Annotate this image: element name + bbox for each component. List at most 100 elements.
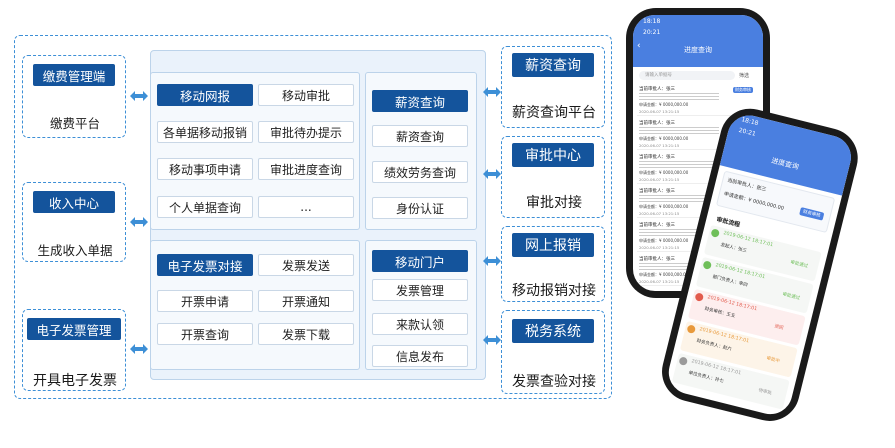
back-arrow-icon[interactable]: ‹ — [637, 41, 641, 51]
right-box-title: 审批中心 — [512, 143, 594, 167]
row-amount: 申请金额：¥ 0000,000.00 — [639, 272, 689, 277]
cell: 审批待办提示 — [258, 121, 354, 143]
left-box-caption: 生成收入单据 — [37, 243, 113, 258]
cell: 信息发布 — [372, 345, 468, 367]
double-arrow-icon — [483, 256, 501, 266]
status-badge: 财务审核 — [799, 207, 825, 221]
cell: 审批进度查询 — [258, 158, 354, 180]
step-status: 审批中 — [765, 356, 781, 365]
cell: 发票下载 — [258, 323, 354, 345]
step-status: 待审批 — [757, 388, 773, 397]
row-placeholder-lines — [639, 195, 719, 202]
row-amount: 申请金额：¥ 0000,000.00 — [639, 238, 689, 243]
step-text: 单位负责人：孙七 — [687, 370, 725, 385]
step-status: 退回 — [773, 324, 784, 332]
screen-title: 进度查询 — [684, 46, 712, 54]
step-text: 部门负责人：李四 — [711, 274, 748, 289]
row-name: 当前审批人：张三 — [639, 87, 675, 92]
row-placeholder-lines — [639, 229, 719, 236]
step-dot-icon — [702, 260, 713, 270]
double-arrow-icon — [483, 87, 501, 97]
step-status: 审批通过 — [781, 292, 801, 302]
cell: ... — [258, 196, 354, 218]
summary-amount: 申请金额：¥ 0000,000.00 — [723, 191, 785, 212]
cell-mobile-approval: 移动审批 — [258, 84, 354, 106]
row-name: 当前审批人：张三 — [639, 223, 675, 228]
filter-button[interactable]: 筛选 — [739, 73, 750, 79]
step-dot-icon — [694, 292, 705, 302]
row-amount: 申请金额：¥ 0000,000.00 — [639, 136, 689, 141]
status-time-2: 20:21 — [643, 29, 661, 36]
cell-portal-title: 移动门户 — [372, 250, 468, 272]
step-text: 财务负责人：赵六 — [695, 338, 733, 353]
right-box-caption: 审批对接 — [526, 195, 582, 211]
right-box-reimburse: 网上报销 移动报销对接 — [501, 226, 605, 302]
double-arrow-icon — [483, 335, 501, 345]
cell: 开票申请 — [157, 290, 253, 312]
cell: 移动事项申请 — [157, 158, 253, 180]
cell-invoice-dock: 电子发票对接 — [157, 254, 253, 276]
row-date: 2020-06-07 13:21:15 — [639, 245, 680, 250]
cell: 各单据移动报销 — [157, 121, 253, 143]
row-name: 当前审批人：张三 — [639, 189, 675, 194]
cell-salary-title: 薪资查询 — [372, 90, 468, 112]
row-name: 当前审批人：张三 — [639, 121, 675, 126]
row-date: 2020-06-07 13:21:15 — [639, 177, 680, 182]
row-date: 2020-06-07 13:21:15 — [639, 109, 680, 114]
left-box-title: 收入中心 — [33, 191, 115, 213]
left-box-title: 电子发票管理 — [27, 318, 121, 340]
step-dot-icon — [710, 228, 721, 238]
double-arrow-icon — [130, 217, 148, 227]
left-box-payment: 缴费管理端 缴费平台 — [22, 55, 126, 138]
right-box-caption: 发票查验对接 — [512, 374, 596, 390]
cell: 发票管理 — [372, 279, 468, 301]
list-item[interactable]: 当前审批人：张三申请金额：¥ 0000,000.00 2020-06-07 13:… — [637, 85, 759, 116]
left-box-invoice: 电子发票管理 开具电子发票 — [22, 309, 126, 391]
left-box-caption: 开具电子发票 — [33, 373, 117, 389]
list-item[interactable]: 当前审批人：张三申请金额：¥ 0000,000.00 2020-06-07 13:… — [637, 153, 759, 184]
status-time: 18:18 — [740, 116, 760, 128]
row-date: 2020-06-07 13:21:15 — [639, 211, 680, 216]
row-name: 当前审批人：张三 — [639, 257, 675, 262]
right-box-caption: 薪资查询平台 — [512, 105, 596, 121]
left-box-title: 缴费管理端 — [33, 64, 115, 86]
summary-name: 当前审批人：张三 — [726, 177, 767, 194]
status-time-2: 20:21 — [737, 126, 757, 138]
right-box-approval: 审批中心 审批对接 — [501, 136, 605, 218]
cell: 薪资查询 — [372, 125, 468, 147]
cell: 个人单据查询 — [157, 196, 253, 218]
row-placeholder-lines — [639, 161, 719, 168]
status-time: 18:18 — [643, 18, 661, 25]
step-text: 发起人：张三 — [719, 242, 748, 255]
step-dot-icon — [678, 356, 689, 367]
cell: 发票发送 — [258, 254, 354, 276]
row-amount: 申请金额：¥ 0000,000.00 — [639, 102, 689, 107]
left-box-caption: 缴费平台 — [49, 116, 100, 131]
phone-back-header: 18:18 20:21 ‹ 进度查询 — [633, 15, 763, 67]
row-amount: 申请金额：¥ 0000,000.00 — [639, 170, 689, 175]
cell: 开票通知 — [258, 290, 354, 312]
row-date: 2020-06-07 13:21:15 — [639, 143, 680, 148]
list-item[interactable]: 当前审批人：张三申请金额：¥ 0000,000.00 2020-06-07 13:… — [637, 187, 759, 218]
double-arrow-icon — [483, 169, 501, 179]
right-box-tax: 税务系统 发票查验对接 — [501, 310, 605, 394]
search-input[interactable]: 请输入单据号 — [639, 71, 735, 80]
architecture-frame — [14, 35, 612, 399]
row-date: 2020-06-07 13:21:15 — [639, 279, 680, 284]
right-box-title: 薪资查询 — [512, 53, 594, 77]
right-box-caption: 移动报销对接 — [512, 283, 596, 299]
double-arrow-icon — [130, 344, 148, 354]
cell: 来款认领 — [372, 313, 468, 335]
step-text: 财务审核：王五 — [703, 306, 736, 320]
row-placeholder-lines — [639, 127, 719, 134]
cell: 身份认证 — [372, 197, 468, 219]
right-box-salary: 薪资查询 薪资查询平台 — [501, 46, 605, 128]
right-box-title: 税务系统 — [512, 319, 594, 343]
status-badge: 财务审核 — [733, 87, 753, 93]
step-status: 审批通过 — [789, 260, 809, 270]
row-name: 当前审批人：张三 — [639, 155, 675, 160]
step-dot-icon — [686, 324, 697, 334]
row-amount: 申请金额：¥ 0000,000.00 — [639, 204, 689, 209]
double-arrow-icon — [130, 91, 148, 101]
left-box-income: 收入中心 生成收入单据 — [22, 182, 126, 262]
